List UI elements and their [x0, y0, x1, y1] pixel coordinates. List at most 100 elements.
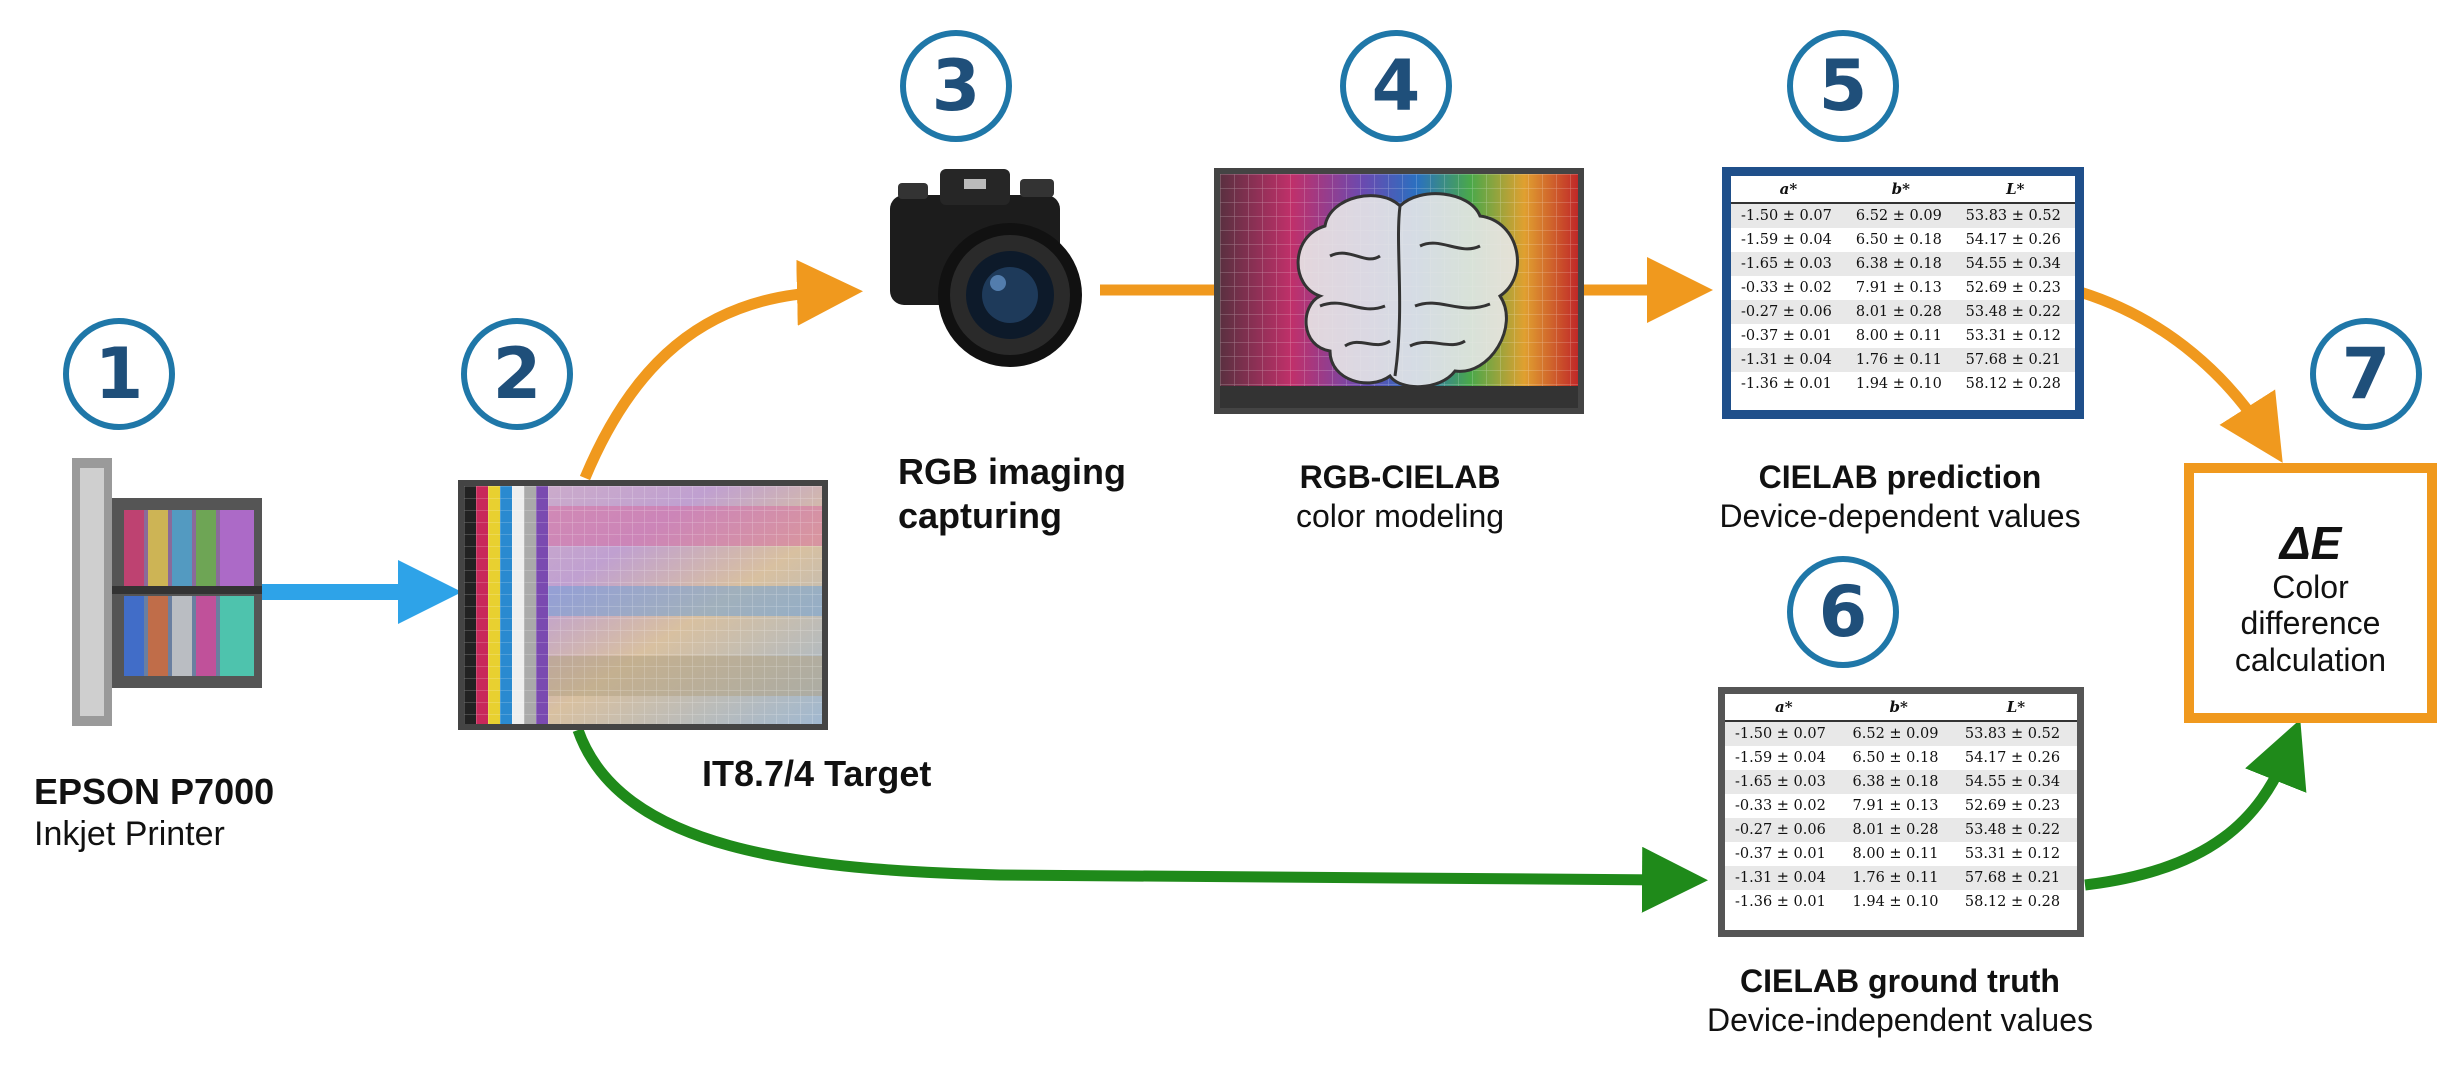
step-1-number: 1: [94, 333, 144, 415]
cell: -0.33 ± 0.02: [1741, 280, 1832, 296]
step-3-title-line1: RGB imaging: [898, 451, 1127, 492]
step-7-badge: 7: [2310, 318, 2422, 430]
table-row: -1.59 ± 0.04 6.50 ± 0.18 54.17 ± 0.26: [1731, 228, 2075, 252]
step-5-number: 5: [1818, 45, 1868, 127]
table-row: -1.36 ± 0.01 1.94 ± 0.10 58.12 ± 0.28: [1725, 890, 2077, 914]
step-5-subtitle: Device-dependent values: [1719, 498, 2081, 535]
step-6-subtitle: Device-independent values: [1706, 1002, 2094, 1039]
table-row: -0.37 ± 0.01 8.00 ± 0.11 53.31 ± 0.12: [1725, 842, 2077, 866]
model-image: [1214, 168, 1584, 414]
deltae-symbol: ΔE: [2279, 517, 2342, 569]
cell: 8.01 ± 0.28: [1842, 818, 1955, 842]
step-6-title: CIELAB ground truth: [1740, 963, 2060, 999]
cell: -1.36 ± 0.01: [1741, 376, 1832, 392]
cell: -0.37 ± 0.01: [1735, 846, 1826, 862]
step-6-number: 6: [1818, 571, 1868, 653]
cell: 6.38 ± 0.18: [1845, 252, 1956, 276]
cell: 7.91 ± 0.13: [1852, 798, 1939, 814]
step-2-badge: 2: [461, 318, 573, 430]
cell: 1.94 ± 0.10: [1855, 376, 1942, 392]
step-3-label: RGB imaging capturing: [898, 450, 1126, 538]
col-header-l: L*: [1955, 176, 2075, 204]
cell: 1.94 ± 0.10: [1852, 894, 1939, 910]
cell: -0.27 ± 0.06: [1725, 818, 1843, 842]
cell: 57.68 ± 0.21: [1954, 866, 2077, 890]
cell: 6.52 ± 0.09: [1845, 203, 1956, 228]
cell: 53.31 ± 0.12: [1964, 846, 2061, 862]
col-header-a: a*: [1725, 694, 1843, 722]
cell: -0.33 ± 0.02: [1735, 798, 1826, 814]
step-2-number: 2: [492, 333, 542, 415]
cell: 53.83 ± 0.52: [1955, 203, 2075, 228]
step-4-label: RGB-CIELAB color modeling: [1240, 458, 1560, 536]
cell: -1.50 ± 0.07: [1731, 203, 1846, 228]
step-4-badge: 4: [1340, 30, 1452, 142]
cell: -1.59 ± 0.04: [1735, 750, 1826, 766]
cell: -1.65 ± 0.03: [1725, 770, 1843, 794]
col-header-b: b*: [1842, 694, 1955, 722]
cell: 53.83 ± 0.52: [1954, 721, 2077, 746]
col-header-a: a*: [1731, 176, 1846, 204]
deltae-line2: difference: [2240, 605, 2381, 642]
cell: -1.36 ± 0.01: [1735, 894, 1826, 910]
cell: -1.65 ± 0.03: [1731, 252, 1846, 276]
cell: 53.31 ± 0.12: [1965, 328, 2061, 344]
step-3-number: 3: [931, 45, 981, 127]
cell: 52.69 ± 0.23: [1965, 280, 2061, 296]
step-2-title: IT8.7/4 Target: [702, 753, 932, 794]
cell: 8.01 ± 0.28: [1845, 300, 1956, 324]
step-1-subtitle: Inkjet Printer: [34, 814, 225, 853]
cell: -1.59 ± 0.04: [1741, 232, 1832, 248]
step-6-badge: 6: [1787, 556, 1899, 668]
cell: 7.91 ± 0.13: [1855, 280, 1942, 296]
cell: 54.17 ± 0.26: [1964, 750, 2061, 766]
cell: -0.27 ± 0.06: [1731, 300, 1846, 324]
step-7-number: 7: [2341, 333, 2391, 415]
cell: 1.76 ± 0.11: [1842, 866, 1955, 890]
deltae-line1: Color: [2272, 568, 2349, 605]
color-target-icon: [458, 480, 828, 730]
cell: -1.31 ± 0.04: [1725, 866, 1843, 890]
cell: -1.31 ± 0.04: [1731, 348, 1846, 372]
step-5-title: CIELAB prediction: [1758, 459, 2042, 495]
cell: 58.12 ± 0.28: [1964, 894, 2061, 910]
table-row: -1.36 ± 0.01 1.94 ± 0.10 58.12 ± 0.28: [1731, 372, 2075, 396]
arrow-prediction-to-deltae: [2078, 286, 2283, 463]
step-5-badge: 5: [1787, 30, 1899, 142]
arrow-target-to-groundtruth: [572, 728, 1708, 913]
step-4-number: 4: [1371, 45, 1421, 127]
cell: 1.76 ± 0.11: [1845, 348, 1956, 372]
cell: 6.50 ± 0.18: [1855, 232, 1942, 248]
deltae-line3: calculation: [2234, 642, 2387, 679]
cell: -1.50 ± 0.07: [1725, 721, 1843, 746]
cell: 58.12 ± 0.28: [1965, 376, 2061, 392]
cell: -0.37 ± 0.01: [1741, 328, 1832, 344]
col-header-l: L*: [1954, 694, 2077, 722]
cell: 54.17 ± 0.26: [1965, 232, 2061, 248]
cell: 54.55 ± 0.34: [1955, 252, 2075, 276]
cell: 6.38 ± 0.18: [1842, 770, 1955, 794]
arrow-target-to-camera: [579, 259, 863, 481]
cell: 57.68 ± 0.21: [1955, 348, 2075, 372]
step-3-title-line2: capturing: [898, 494, 1063, 536]
cell: 6.52 ± 0.09: [1842, 721, 1955, 746]
step-6-label: CIELAB ground truth Device-independent v…: [1670, 962, 2130, 1040]
cell: 8.00 ± 0.11: [1852, 846, 1939, 862]
camera-icon: [880, 155, 1110, 375]
